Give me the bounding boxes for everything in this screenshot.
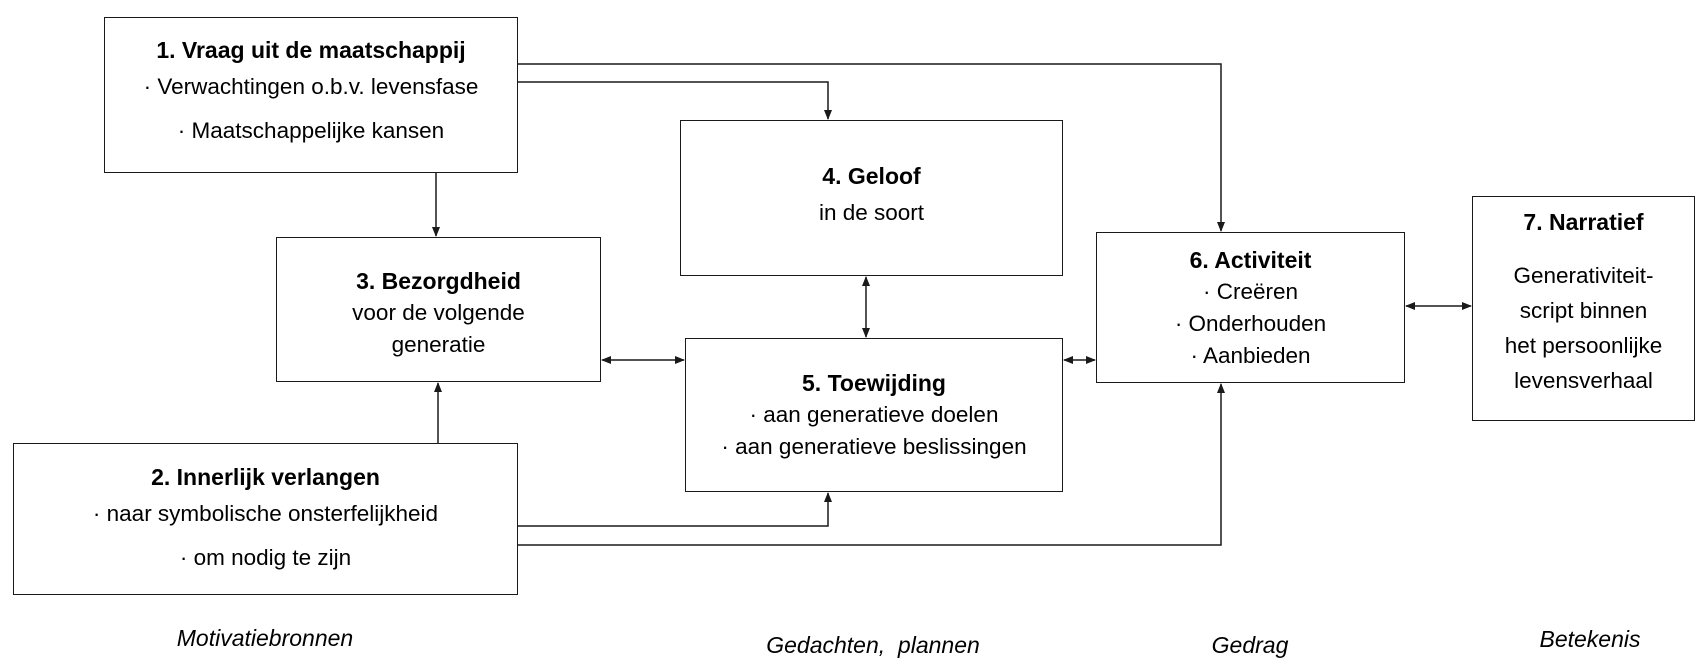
- arrow-b1-to-b6: [518, 63, 1225, 232]
- box-line: script binnen: [1519, 298, 1648, 323]
- box-line: · Aanbieden: [1190, 343, 1311, 368]
- box-line: · naar symbolische onsterfelijkheid: [92, 501, 439, 526]
- box-line: · Creëren: [1202, 279, 1299, 304]
- box-title: 6. Activiteit: [1189, 247, 1312, 273]
- box-narrative: 7. Narratief Generativiteit- script binn…: [1472, 196, 1695, 421]
- caption-meaning: Betekenis: [1539, 626, 1641, 652]
- box-line: Generativiteit-: [1513, 263, 1654, 288]
- box-line: · aan generatieve doelen: [749, 402, 999, 427]
- box-activity: 6. Activiteit · Creëren · Onderhouden · …: [1096, 232, 1405, 383]
- box-concern: 3. Bezorgdheid voor de volgende generati…: [276, 237, 601, 382]
- arrow-b2-to-b5: [518, 492, 832, 527]
- box-title: 4. Geloof: [822, 163, 921, 189]
- box-title: 7. Narratief: [1523, 209, 1644, 235]
- box-title: 2. Innerlijk verlangen: [151, 464, 380, 490]
- box-line: · Maatschappelijke kansen: [177, 118, 445, 143]
- box-title: 3. Bezorgdheid: [356, 268, 521, 294]
- box-line: · Onderhouden: [1174, 311, 1327, 336]
- box-line: · om nodig te zijn: [179, 545, 352, 570]
- arrow-b2-to-b6: [518, 383, 1225, 546]
- box-line: in de soort: [818, 200, 925, 225]
- box-line: · aan generatieve beslissingen: [721, 434, 1027, 459]
- arrow-b1-to-b4: [518, 81, 832, 120]
- caption-behavior: Gedrag: [1211, 632, 1289, 658]
- caption-thoughts-plans: Gedachten, plannen: [766, 632, 980, 658]
- box-line: het persoonlijke: [1504, 333, 1663, 358]
- box-line: generatie: [391, 332, 486, 357]
- box-line: · Verwachtingen o.b.v. levensfase: [143, 74, 479, 99]
- caption-motivation-sources: Motivatiebronnen: [176, 625, 354, 651]
- box-commitment: 5. Toewijding · aan generatieve doelen ·…: [685, 338, 1063, 492]
- box-line: voor de volgende: [352, 300, 525, 325]
- box-belief: 4. Geloof in de soort: [680, 120, 1063, 276]
- box-line: levensverhaal: [1514, 368, 1653, 393]
- box-inner-desire: 2. Innerlijk verlangen · naar symbolisch…: [13, 443, 518, 595]
- box-society-demand: 1. Vraag uit de maatschappij · Verwachti…: [104, 17, 518, 173]
- box-title: 5. Toewijding: [802, 370, 946, 396]
- box-title: 1. Vraag uit de maatschappij: [156, 37, 466, 63]
